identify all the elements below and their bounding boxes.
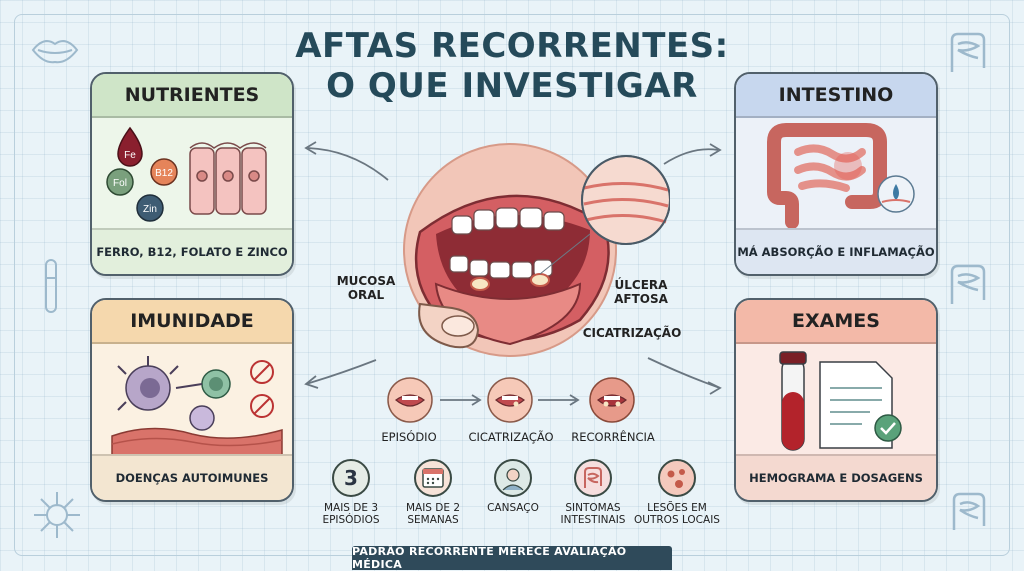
card-footer: FERRO, B12, FOLATO E ZINCO (92, 228, 292, 274)
symptom-fatigue: CANSAÇO (468, 458, 558, 514)
exam-illustration (779, 351, 902, 451)
card-illustration (736, 344, 936, 456)
symptom-other-lesions: LESÕES EM OUTROS LOCAIS (632, 458, 722, 526)
intestine-icon (952, 492, 986, 530)
symptom-label: SINTOMAS INTESTINAIS (560, 502, 626, 526)
symptom-intestinal: SINTOMAS INTESTINAIS (548, 458, 638, 526)
card-imunidade: IMUNIDADE DOENÇAS AUTOIMUNES (90, 298, 294, 502)
card-illustration: Fe B12 Fol Zin (92, 118, 292, 230)
symptom-more-than-2-weeks: MAIS DE 2 SEMANAS (388, 458, 478, 526)
no-food-icon (250, 360, 274, 384)
card-title: EXAMES (736, 300, 936, 344)
symptom-label: LESÕES EM OUTROS LOCAIS (634, 502, 720, 526)
mouth-episode-icon (387, 377, 433, 423)
label-ulcera-aftosa: ÚLCERA AFTOSA (614, 278, 668, 306)
mouth-healing-icon (487, 377, 533, 423)
page-title: AFTAS RECORRENTES: O QUE INVESTIGAR (262, 26, 762, 106)
immune-cells-illustration (111, 356, 283, 456)
blood-tube-icon (779, 351, 807, 451)
card-footer: DOENÇAS AUTOIMUNES (92, 454, 292, 500)
card-exames: EXAMES HEMOGRAMA E DOSAGENS (734, 298, 938, 502)
test-tube-icon (45, 259, 57, 313)
intestine-icon (950, 32, 986, 72)
cycle-label-recorrencia: RECORRÊNCIA (571, 430, 655, 444)
virus-icon (34, 492, 80, 538)
chip-fe: Fe (124, 150, 136, 161)
lab-report-icon (819, 361, 893, 449)
skin-lesion-icon (658, 459, 696, 497)
card-title: IMUNIDADE (92, 300, 292, 344)
bottom-banner: PADRÃO RECORRENTE MERECE AVALIAÇÃO MÉDIC… (352, 545, 672, 571)
card-title: NUTRIENTES (92, 74, 292, 118)
symptom-label: CANSAÇO (487, 502, 539, 514)
symptom-glyph: 3 (344, 466, 358, 490)
card-footer: HEMOGRAMA E DOSAGENS (736, 454, 936, 500)
title-line-2: O QUE INVESTIGAR (326, 66, 698, 106)
check-icon (874, 414, 902, 442)
label-mucosa-oral: MUCOSA ORAL (336, 274, 396, 302)
tired-face-icon (494, 459, 532, 497)
symptom-label: MAIS DE 2 SEMANAS (405, 502, 461, 526)
title-line-1: AFTAS RECORRENTES: (295, 26, 729, 66)
symptom-label: MAIS DE 3 EPISÓDIOS (322, 502, 380, 526)
chip-zin: Zin (143, 204, 157, 215)
intestine-illustration (767, 123, 915, 229)
cycle-label-episodio: EPISÓDIO (381, 430, 437, 444)
mouth-recurrence-icon (589, 377, 635, 423)
card-illustration (736, 118, 936, 230)
label-cicatrizacao: CICATRIZAÇÃO (582, 326, 682, 340)
card-title: INTESTINO (736, 74, 936, 118)
no-gluten-icon (250, 394, 274, 418)
intestine-icon (950, 264, 986, 304)
card-illustration (92, 344, 292, 456)
chip-fol: Fol (113, 178, 127, 189)
card-nutrientes: NUTRIENTES Fe B12 Fol Zin FERRO, B12, FO… (90, 72, 294, 276)
calendar-icon (414, 459, 452, 497)
nutrients-illustration: Fe B12 Fol Zin (106, 126, 267, 222)
card-footer: MÁ ABSORÇÃO E INFLAMAÇÃO (736, 228, 936, 274)
mouth-illustration (403, 143, 670, 357)
lips-icon (31, 40, 79, 64)
cell-tissue-icon (189, 142, 267, 215)
chip-b12: B12 (155, 168, 173, 179)
card-intestino: INTESTINO MÁ ABSORÇÃO E INFLAMAÇÃO (734, 72, 938, 276)
symptom-more-than-3-episodes: 3 MAIS DE 3 EPISÓDIOS (306, 458, 396, 526)
intestine-icon (574, 459, 612, 497)
number-three-icon: 3 (332, 459, 370, 497)
cycle-label-cicatrizacao: CICATRIZAÇÃO (468, 430, 554, 444)
